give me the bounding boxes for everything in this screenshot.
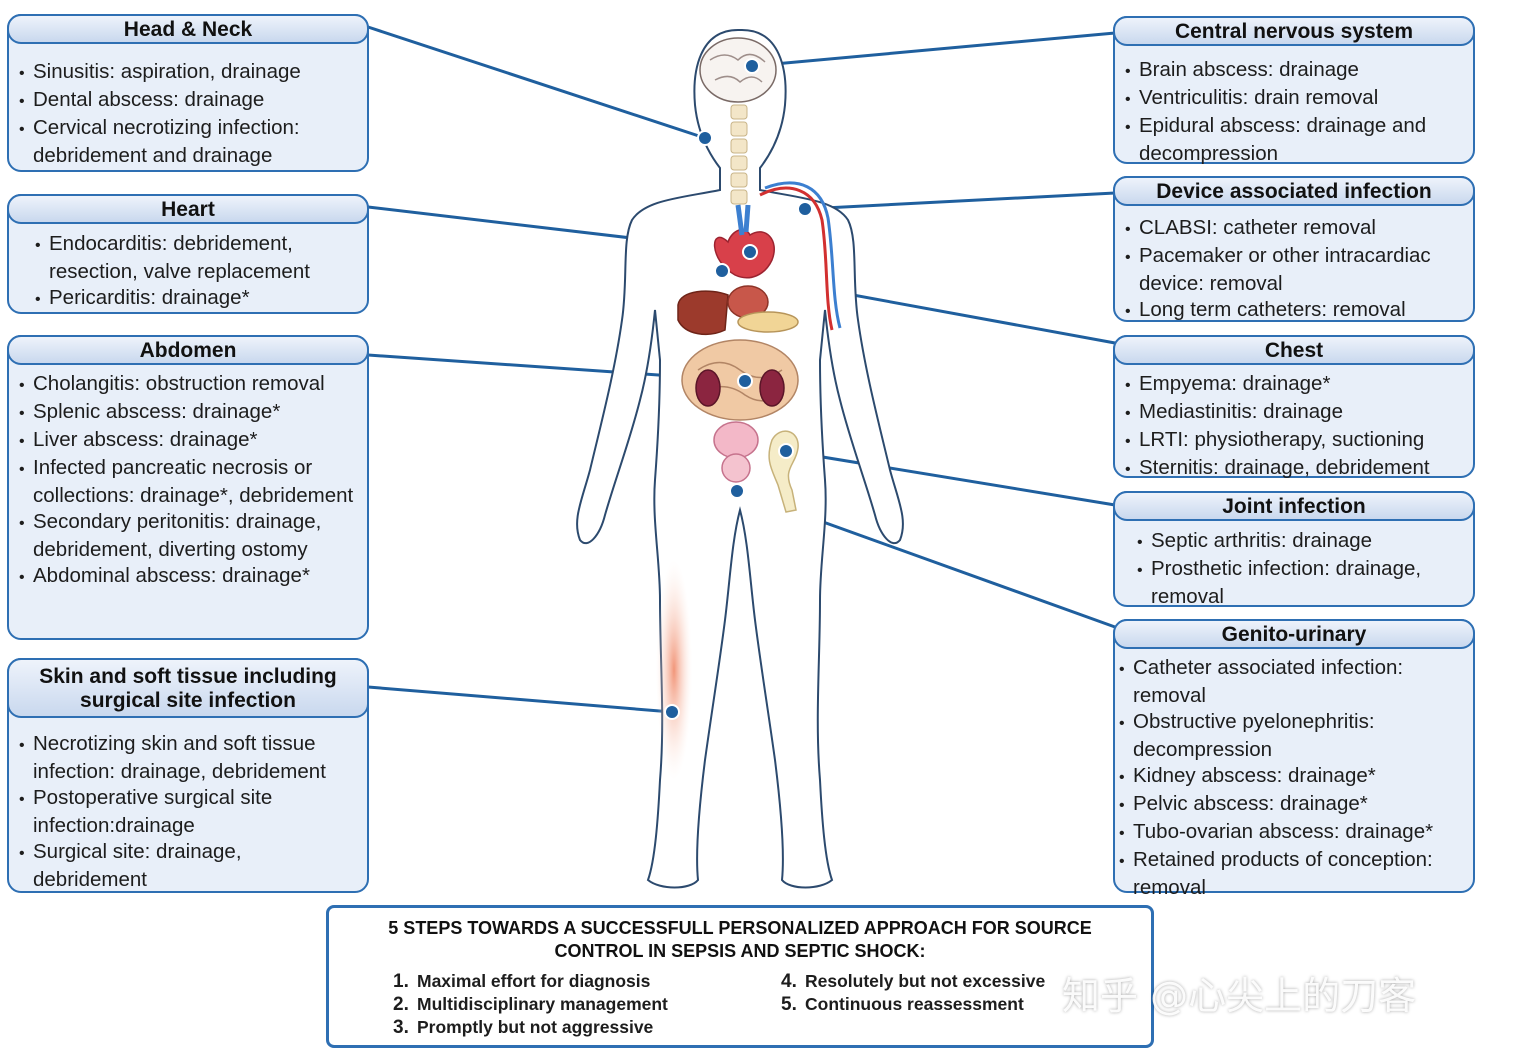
- dot-gu: [729, 483, 745, 499]
- dot-abdomen: [737, 373, 753, 389]
- joint-title: Joint infection: [1113, 491, 1475, 521]
- list-item: Dental abscess: drainage: [19, 87, 361, 115]
- step-item: 2.Multidisciplinary management: [393, 994, 668, 1015]
- chest-box: Chest Empyema: drainage* Mediastinitis: …: [1113, 335, 1475, 479]
- skin-title-line2: surgical site infection: [80, 689, 296, 712]
- steps-box: 5 STEPS TOWARDS A SUCCESSFULL PERSONALIZ…: [326, 905, 1154, 1048]
- joint-box: Joint infection Septic arthritis: draina…: [1113, 491, 1475, 610]
- dot-chest: [714, 263, 730, 279]
- liver: [677, 290, 729, 336]
- list-item: Ventriculitis: drain removal: [1125, 85, 1467, 113]
- skin-title-line1: Skin and soft tissue including: [39, 665, 337, 688]
- kidney-right: [759, 369, 785, 407]
- list-item: Abdominal abscess: drainage*: [19, 563, 361, 591]
- list-item: Necrotizing skin and soft tissue infecti…: [19, 731, 361, 785]
- list-item: Cervical necrotizing infection: debridem…: [19, 115, 361, 169]
- head-neck-title: Head & Neck: [7, 14, 369, 44]
- list-item: Septic arthritis: drainage: [1137, 528, 1459, 556]
- list-item: Postoperative surgical site infection:dr…: [19, 785, 361, 839]
- step-item: 5.Continuous reassessment: [781, 994, 1024, 1015]
- dot-joint: [778, 443, 794, 459]
- device-box: Device associated infection CLABSI: cath…: [1113, 176, 1475, 322]
- list-item: Brain abscess: drainage: [1125, 57, 1467, 85]
- cns-title: Central nervous system: [1113, 16, 1475, 46]
- list-item: Prosthetic infection: drainage, removal: [1137, 556, 1459, 610]
- skin-title: Skin and soft tissue including surgical …: [7, 658, 369, 718]
- gu-title: Genito-urinary: [1113, 619, 1475, 649]
- steps-column-left: 1.Maximal effort for diagnosis 2.Multidi…: [393, 970, 668, 1039]
- gu-box: Genito-urinary Catheter associated infec…: [1113, 619, 1475, 899]
- heart-box: Heart Endocarditis: debridement, resecti…: [7, 194, 369, 314]
- abdomen-box: Abdomen Cholangitis: obstruction removal…: [7, 335, 369, 640]
- list-item: Secondary peritonitis: drainage, debride…: [19, 509, 361, 563]
- heart-list: Endocarditis: debridement, resection, va…: [35, 231, 347, 313]
- list-item: CLABSI: catheter removal: [1125, 215, 1467, 243]
- dot-skin: [664, 704, 680, 720]
- skin-redness: [656, 560, 692, 780]
- list-item: Pelvic abscess: drainage*: [1119, 791, 1467, 819]
- device-title: Device associated infection: [1113, 176, 1475, 206]
- abdomen-title: Abdomen: [7, 335, 369, 365]
- steps-column-right: 4.Resolutely but not excessive 5.Continu…: [781, 970, 1045, 1016]
- kidney-left: [695, 369, 721, 407]
- chest-title: Chest: [1113, 335, 1475, 365]
- list-item: Liver abscess: drainage*: [19, 427, 361, 455]
- list-item: Tubo-ovarian abscess: drainage*: [1119, 819, 1467, 847]
- head-neck-box: Head & Neck Sinusitis: aspiration, drain…: [7, 14, 369, 172]
- dot-device: [797, 201, 813, 217]
- abdomen-list: Cholangitis: obstruction removal Splenic…: [19, 371, 361, 591]
- cns-list: Brain abscess: drainage Ventriculitis: d…: [1125, 57, 1467, 167]
- list-item: Splenic abscess: drainage*: [19, 399, 361, 427]
- steps-title: 5 STEPS TOWARDS A SUCCESSFULL PERSONALIZ…: [339, 917, 1141, 963]
- step-item: 3.Promptly but not aggressive: [393, 1017, 654, 1038]
- steps-title-line2: CONTROL IN SEPSIS AND SEPTIC SHOCK:: [554, 941, 926, 961]
- step-item: 1.Maximal effort for diagnosis: [393, 971, 651, 992]
- list-item: Catheter associated infection: removal: [1119, 655, 1467, 709]
- cns-box: Central nervous system Brain abscess: dr…: [1113, 16, 1475, 167]
- list-item: Mediastinitis: drainage: [1125, 399, 1467, 427]
- list-item: Cholangitis: obstruction removal: [19, 371, 361, 399]
- list-item: Epidural abscess: drainage and decompres…: [1125, 113, 1467, 167]
- list-item: Kidney abscess: drainage*: [1119, 763, 1467, 791]
- list-item: Retained products of conception: removal: [1119, 847, 1467, 901]
- bladder: [713, 421, 759, 459]
- list-item: Infected pancreatic necrosis or collecti…: [19, 455, 361, 509]
- brain: [699, 37, 777, 103]
- list-item: Empyema: drainage*: [1125, 371, 1467, 399]
- list-item: Long term catheters: removal: [1125, 297, 1467, 325]
- spine: [730, 104, 748, 205]
- dot-heart: [742, 244, 758, 260]
- skin-box: Skin and soft tissue including surgical …: [7, 658, 369, 893]
- list-item: Sternitis: drainage, debridement: [1125, 455, 1467, 483]
- list-item: Pericarditis: drainage*: [35, 285, 347, 313]
- list-item: Surgical site: drainage, debridement: [19, 839, 361, 893]
- dot-cns: [744, 58, 760, 74]
- gu-list: Catheter associated infection: removal O…: [1119, 655, 1467, 901]
- human-body-illustration: [576, 29, 904, 889]
- list-item: Sinusitis: aspiration, drainage: [19, 59, 361, 87]
- list-item: Endocarditis: debridement, resection, va…: [35, 231, 347, 285]
- joint-list: Septic arthritis: drainage Prosthetic in…: [1137, 528, 1459, 610]
- device-list: CLABSI: catheter removal Pacemaker or ot…: [1125, 215, 1467, 325]
- pancreas: [737, 311, 799, 333]
- list-item: Obstructive pyelonephritis: decompressio…: [1119, 709, 1467, 763]
- step-item: 4.Resolutely but not excessive: [781, 971, 1046, 992]
- dot-head-neck: [697, 130, 713, 146]
- heart-title: Heart: [7, 194, 369, 224]
- list-item: LRTI: physiotherapy, suctioning: [1125, 427, 1467, 455]
- skin-list: Necrotizing skin and soft tissue infecti…: [19, 731, 361, 893]
- steps-title-line1: 5 STEPS TOWARDS A SUCCESSFULL PERSONALIZ…: [388, 918, 1092, 938]
- head-neck-list: Sinusitis: aspiration, drainage Dental a…: [19, 59, 361, 169]
- list-item: Pacemaker or other intracardiac device: …: [1125, 243, 1467, 297]
- chest-list: Empyema: drainage* Mediastinitis: draina…: [1125, 371, 1467, 483]
- watermark: 知乎 @心尖上的刀客: [1062, 974, 1417, 1018]
